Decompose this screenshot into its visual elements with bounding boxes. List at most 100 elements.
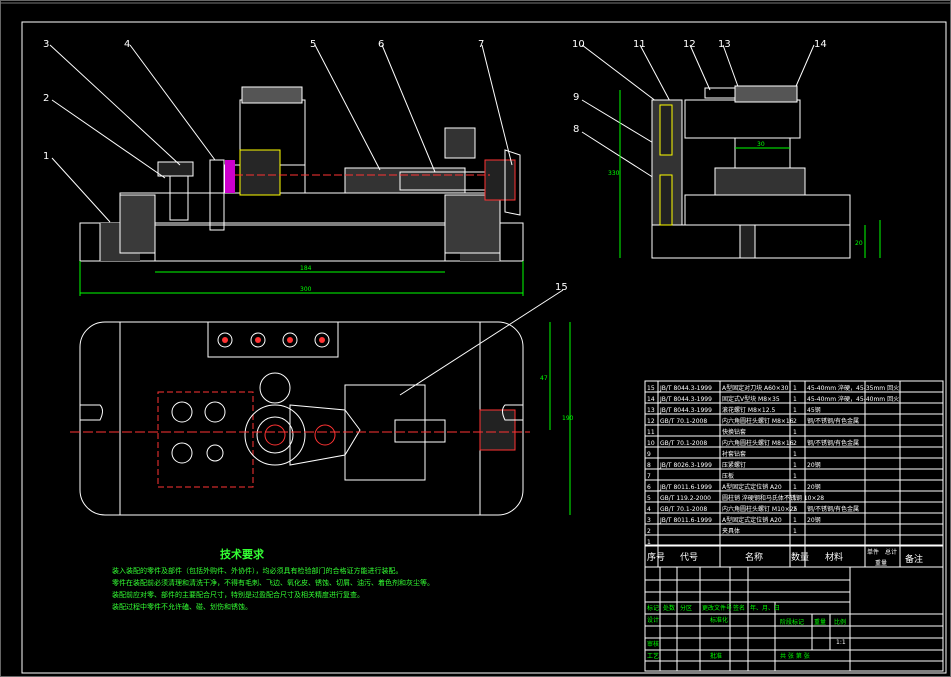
tb-date: 年、月、日: [750, 604, 780, 612]
bom-head-code: 代号: [680, 552, 698, 563]
tb-standard: 标准化: [710, 616, 728, 624]
bom-cell: JB/T 8044.3-1999: [659, 385, 712, 392]
bom-cell: 4: [647, 506, 651, 513]
bom-cell: 1: [793, 429, 797, 436]
side-dim-width: 30: [757, 141, 765, 148]
tb-weight: 重量: [814, 618, 826, 626]
tb-mark: 标记: [647, 604, 659, 612]
bom-cell: 3: [647, 517, 651, 524]
bom-cell: 45-40mm 淬硬，45-40mm 回火: [807, 395, 899, 403]
bom-cell: 1: [793, 495, 797, 502]
bom-cell: 内六角圆柱头螺钉 M8×16: [722, 417, 794, 425]
tech-line-4: 装配过程中零件不允许磕、碰、划伤和锈蚀。: [112, 603, 252, 611]
callout-8: 8: [573, 124, 579, 135]
front-dim-outer: 300: [300, 286, 312, 293]
bom-cell: 13: [647, 407, 655, 414]
bom-cell: 2: [793, 440, 797, 447]
callout-3: 3: [43, 39, 49, 50]
bom-cell: GB/T 70.1-2008: [660, 440, 707, 447]
bom-cell: 滚花螺钉 M8×12.5: [722, 406, 775, 414]
bom-cell: 2: [647, 528, 651, 535]
bom-cell: 1: [793, 462, 797, 469]
bom-cell: JB/T 8011.6-1999: [659, 484, 712, 491]
bom-cell: 内六角圆柱头螺钉 M8×16: [722, 439, 794, 447]
tb-design: 设计: [647, 616, 659, 624]
bom-cell: JB/T 8026.3-1999: [659, 462, 712, 469]
callout-12: 12: [683, 39, 696, 50]
bom-cell: 压紧螺钉: [722, 461, 746, 469]
bom-cell: 固定式V型块 M8×35: [722, 395, 780, 403]
bom-cell: 5: [647, 495, 651, 502]
callout-7: 7: [478, 39, 484, 50]
tb-zone: 分区: [680, 604, 692, 612]
bom-cell: 15: [647, 385, 655, 392]
front-view: 184 300: [79, 86, 524, 296]
bom-cell: JB/T 8044.3-1999: [659, 396, 712, 403]
bom-cell: 11: [647, 429, 655, 436]
bom-cell: 内六角圆柱头螺钉 M10×25: [722, 505, 798, 513]
tb-approve: 批准: [710, 652, 722, 660]
tb-scale: 比例: [834, 618, 846, 626]
tb-sign: 签名: [733, 604, 745, 612]
bom-cell: 快换钻套: [722, 428, 746, 436]
callout-5: 5: [310, 39, 316, 50]
bom-cell: A型固定对刀块 A60×30: [722, 384, 789, 392]
front-dim-inner: 184: [300, 265, 312, 272]
bom-cell: 钢/不锈钢/有色金属: [807, 417, 859, 425]
bom-cell: A型固定式定位销 A20: [722, 483, 782, 491]
bom-cell: 钢/不锈钢/有色金属: [807, 439, 859, 447]
callout-15: 15: [555, 282, 568, 293]
bom-cell: JB/T 8044.3-1999: [659, 407, 712, 414]
bom-cell: 45钢: [807, 406, 821, 414]
side-view: 330 20 30: [608, 85, 881, 259]
tech-line-2: 零件在装配前必须清理和清洗干净，不得有毛刺、飞边、氧化皮、锈蚀、切屑、油污、着色…: [112, 579, 434, 587]
callout-leaders: [49, 44, 815, 396]
side-dim-height: 330: [608, 170, 620, 177]
bom-cell: 1: [793, 473, 797, 480]
knurled-knob: [241, 86, 303, 104]
drawing-frame: [21, 21, 947, 674]
callout-14: 14: [814, 39, 827, 50]
tb-review: 审核: [647, 640, 659, 648]
callout-4: 4: [124, 39, 130, 50]
bom-cell: 1: [793, 528, 797, 535]
tech-line-3: 装配前应对零、部件的主要配合尺寸，特别是过盈配合尺寸及相关精度进行复查。: [112, 591, 364, 599]
bom-cell: 衬套钻套: [722, 450, 746, 458]
bom-cell: GB/T 70.1-2008: [660, 506, 707, 513]
bom-cell: 12: [647, 418, 655, 425]
bom-cell: 1: [793, 385, 797, 392]
bom-cell: 压板: [722, 472, 734, 480]
bom-cell: 1: [793, 451, 797, 458]
top-view: 47 190: [70, 321, 574, 516]
callout-11: 11: [633, 39, 646, 50]
tb-stage: 阶段标记: [780, 618, 804, 626]
tb-process: 工艺: [647, 652, 659, 660]
side-dim-base: 20: [855, 240, 863, 247]
tb-change: 更改文件号: [702, 604, 732, 612]
bom-cell: 20钢: [807, 483, 821, 491]
bom-head-weight: 重量: [875, 559, 887, 567]
callout-10: 10: [572, 39, 585, 50]
bom-cell: GB/T 119.2-2000: [660, 495, 711, 502]
callout-9: 9: [573, 92, 579, 103]
bom-cell: 14: [647, 396, 655, 403]
bom-cell: 20钢: [807, 461, 821, 469]
bom-head-single: 单件: [867, 548, 879, 556]
bom-cell: 1: [793, 517, 797, 524]
callouts: 1 2 3 4 5 6 7 8 9 10 11 12 13 14 15: [43, 39, 827, 293]
bom-cell: 9: [647, 451, 651, 458]
bom-cell: 2: [793, 506, 797, 513]
top-dim-b: 190: [562, 415, 574, 422]
tb-sheets: 共 张 第 张: [780, 652, 810, 660]
tb-scale-value: 1:1: [836, 639, 846, 646]
bom-cell: 1: [793, 396, 797, 403]
bom-cell: 45-40mm 淬硬，45-35mm 回火: [807, 384, 899, 392]
bom-cell: 圆柱销 淬硬钢和马氏体不锈钢 10×28: [722, 494, 824, 502]
bom-cell: 1: [793, 484, 797, 491]
top-dim-a: 47: [540, 375, 548, 382]
bom-cell: 20钢: [807, 516, 821, 524]
bom-head-qty: 数量: [791, 551, 809, 563]
